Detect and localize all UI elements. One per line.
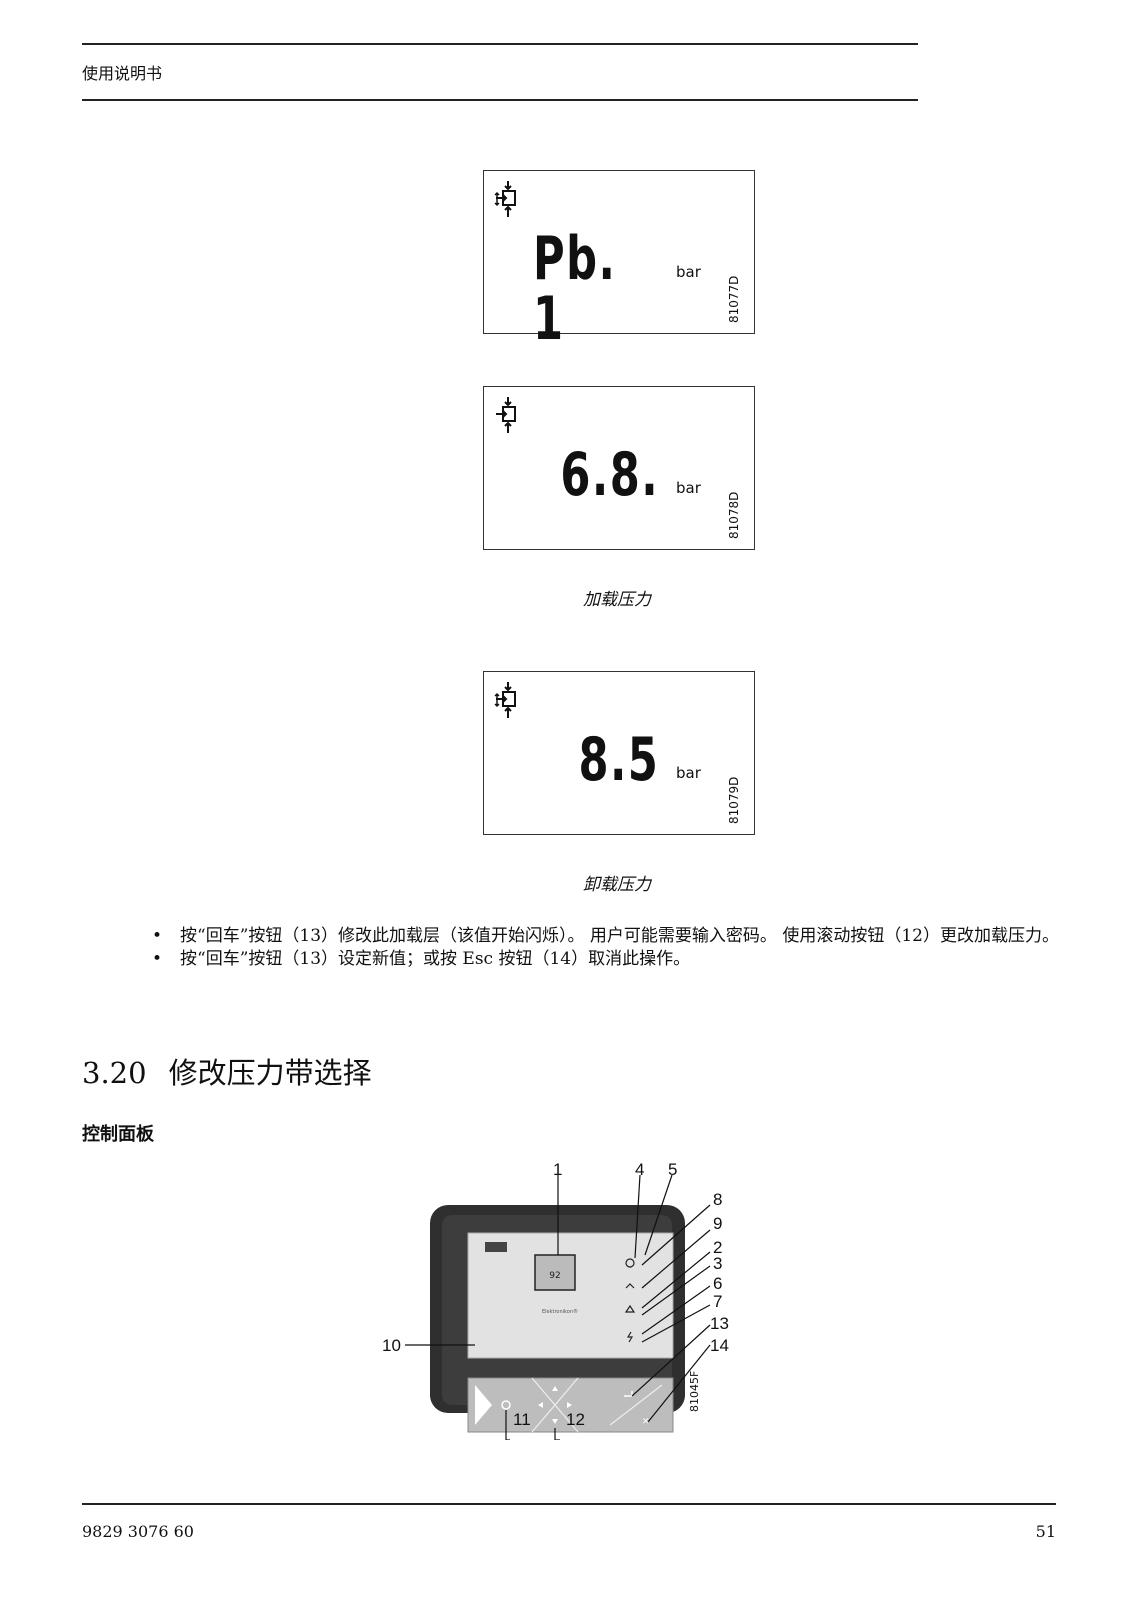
panel-display-value: 92 (549, 1271, 560, 1281)
lcd-unit: bar (676, 263, 701, 281)
callout-6: 6 (713, 1274, 723, 1293)
lcd-value: 6.8. (560, 440, 659, 510)
list-item: 按“回车”按钮（13）修改此加载层（该值开始闪烁）。 用户可能需要输入密码。 使… (150, 925, 1060, 948)
panel-model: Elektronikon® (542, 1308, 578, 1315)
callout-1: 1 (553, 1160, 563, 1179)
document-title: 使用说明书 (82, 64, 163, 83)
instruction-list: 按“回车”按钮（13）修改此加载层（该值开始闪烁）。 用户可能需要输入密码。 使… (150, 925, 1060, 971)
control-panel-diagram: 92 Elektronikon® ✕ (405, 1174, 711, 1440)
lcd-unit: bar (676, 479, 701, 497)
callout-13: 13 (710, 1314, 729, 1333)
automatic-icon (626, 1331, 634, 1343)
document-number: 9829 3076 60 (82, 1522, 194, 1541)
panel-figure-code: 81045F (688, 1370, 701, 1412)
scroll-down-button[interactable] (552, 1419, 558, 1424)
callout-2: 2 (713, 1238, 723, 1257)
scroll-left-button[interactable] (538, 1402, 543, 1408)
lcd-value: 8.5 (578, 725, 659, 795)
scroll-right-button[interactable] (567, 1402, 572, 1408)
footer-rule (82, 1503, 1056, 1505)
subheading: 控制面板 (82, 1124, 154, 1145)
lcd-figure-1: Pb. 1 bar 81077D (483, 170, 755, 349)
unload-pressure-icon (494, 682, 516, 718)
header-bottom-rule (82, 99, 918, 101)
lcd-value: Pb. 1 (533, 224, 617, 354)
load-pressure-icon (496, 397, 516, 433)
list-item: 按“回车”按钮（13）设定新值；或按 Esc 按钮（14）取消此操作。 (150, 948, 1060, 971)
callout-5: 5 (668, 1160, 678, 1179)
callout-14: 14 (710, 1336, 729, 1355)
callout-9: 9 (713, 1214, 723, 1233)
caption-unload-pressure: 卸载压力 (583, 875, 651, 895)
callout-11: 11 (513, 1410, 531, 1429)
escape-button[interactable]: ✕ (642, 1417, 650, 1427)
callout-12: 12 (566, 1410, 585, 1429)
callout-3: 3 (713, 1254, 723, 1273)
section-title: 修改压力带选择 (168, 1056, 372, 1090)
header-top-rule (82, 43, 918, 45)
callout-10: 10 (382, 1336, 401, 1355)
section-heading: 3.20 修改压力带选择 (82, 1050, 372, 1092)
lcd-unit: bar (676, 764, 701, 782)
callout-7: 7 (713, 1292, 723, 1311)
figure-code: 81079D (726, 776, 741, 824)
section-number: 3.20 (82, 1056, 147, 1090)
stop-button[interactable] (501, 1400, 511, 1410)
pressure-band-icon (494, 181, 516, 217)
figure-code: 81078D (726, 491, 741, 539)
power-led-icon (625, 1258, 635, 1268)
start-button[interactable] (475, 1385, 492, 1425)
page-number: 51 (1035, 1522, 1056, 1541)
callout-8: 8 (713, 1190, 723, 1209)
service-icon (625, 1283, 635, 1289)
caption-load-pressure: 加载压力 (583, 590, 651, 610)
lcd-figure-2: 6.8. bar 81078D (483, 386, 755, 550)
figure-code: 81077D (726, 275, 741, 323)
lcd-figure-3: 8.5 bar 81079D (483, 671, 755, 835)
scroll-up-button[interactable] (552, 1386, 558, 1391)
warning-icon (624, 1304, 636, 1313)
callout-4: 4 (635, 1160, 645, 1179)
